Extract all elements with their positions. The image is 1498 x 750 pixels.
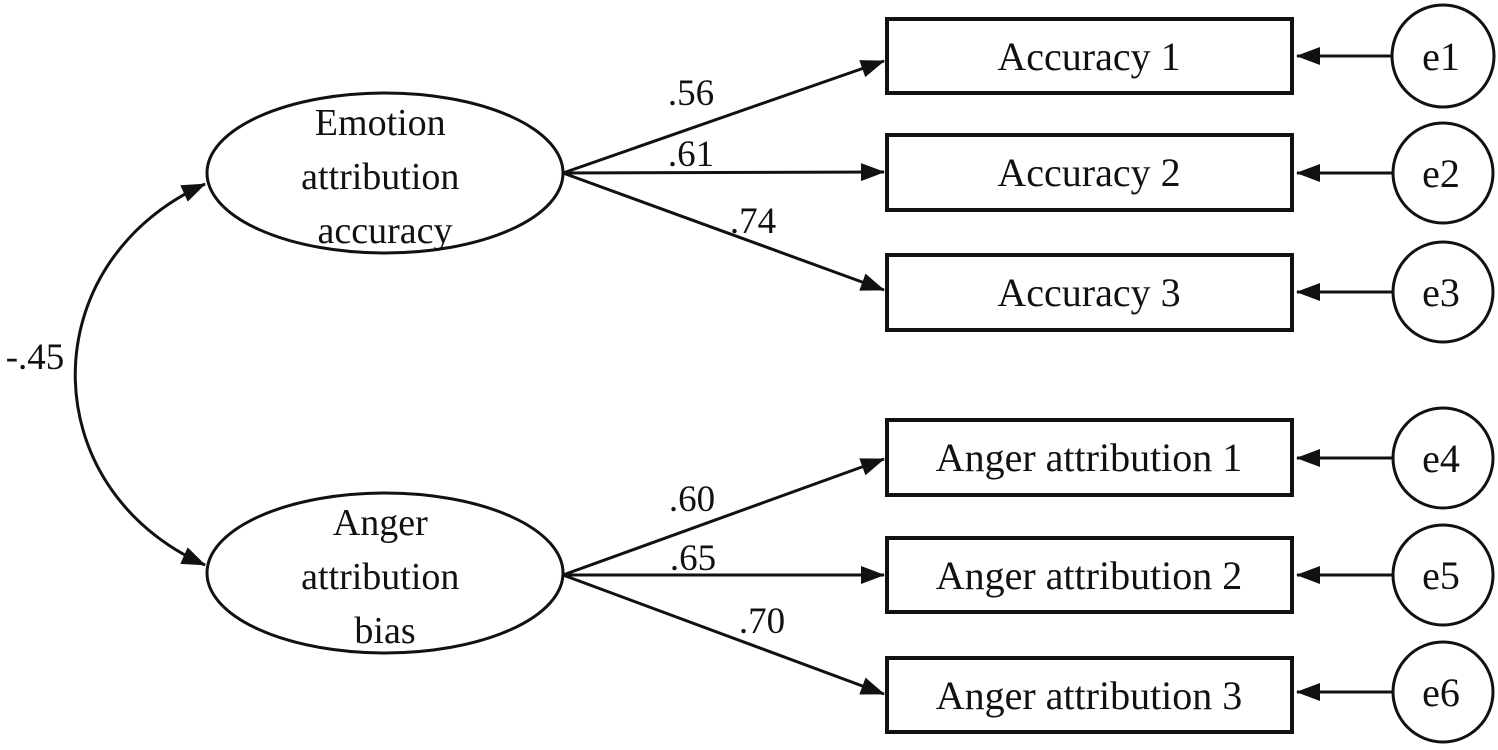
indicator-box-anger-attribution-1 — [885, 418, 1294, 497]
loading-label-anger-attribution-3: .70 — [739, 601, 785, 642]
latent-label-emotion-attribution-accuracy: Emotion attribution accuracy — [301, 102, 469, 252]
indicator-label-anger-attribution-3: Anger attribution 3 — [936, 673, 1243, 718]
indicator-label-accuracy-2: Accuracy 2 — [997, 150, 1180, 195]
loading-label-anger-attribution-1: .60 — [669, 479, 715, 520]
indicator-box-anger-attribution-3 — [885, 656, 1294, 734]
latent-label-line: attribution — [301, 556, 459, 598]
latent-label-line: Emotion — [315, 102, 446, 144]
indicator-box-accuracy-3 — [885, 253, 1294, 332]
indicator-label-anger-attribution-2: Anger attribution 2 — [936, 553, 1243, 598]
error-label-e2: e2 — [1422, 151, 1460, 196]
indicator-box-accuracy-2 — [885, 133, 1294, 212]
indicator-box-anger-attribution-2 — [885, 536, 1294, 614]
latent-label-line: accuracy — [318, 210, 453, 252]
error-label-e1: e1 — [1422, 34, 1460, 79]
loading-label-anger-attribution-2: .65 — [670, 538, 716, 579]
loading-label-accuracy-2: .61 — [668, 134, 714, 175]
loading-path-accuracy-2 — [562, 163, 885, 182]
latent-label-line: Anger — [333, 502, 428, 544]
error-label-e5: e5 — [1422, 553, 1460, 598]
latent-label-anger-attribution-bias: Anger attribution bias — [301, 502, 469, 652]
error-label-e6: e6 — [1422, 670, 1460, 715]
factor-correlation-arrow — [73, 182, 206, 567]
latent-ellipse-anger-attribution-bias — [205, 491, 565, 655]
loading-path-accuracy-1 — [562, 59, 885, 175]
loading-path-anger-attribution-3 — [562, 573, 885, 696]
loading-label-accuracy-1: .56 — [668, 73, 714, 114]
loading-path-accuracy-3 — [562, 171, 885, 292]
indicator-label-anger-attribution-1: Anger attribution 1 — [936, 435, 1243, 480]
loading-label-accuracy-3: .74 — [730, 201, 776, 242]
error-label-e4: e4 — [1422, 436, 1460, 481]
indicator-label-accuracy-3: Accuracy 3 — [997, 270, 1180, 315]
indicator-label-accuracy-1: Accuracy 1 — [997, 34, 1180, 79]
factor-correlation-label: -.45 — [6, 337, 65, 378]
latent-label-line: bias — [354, 610, 415, 652]
latent-label-line: attribution — [301, 156, 459, 198]
error-label-e3: e3 — [1422, 270, 1460, 315]
loading-path-anger-attribution-1 — [562, 457, 885, 577]
indicator-box-accuracy-1 — [885, 17, 1294, 95]
